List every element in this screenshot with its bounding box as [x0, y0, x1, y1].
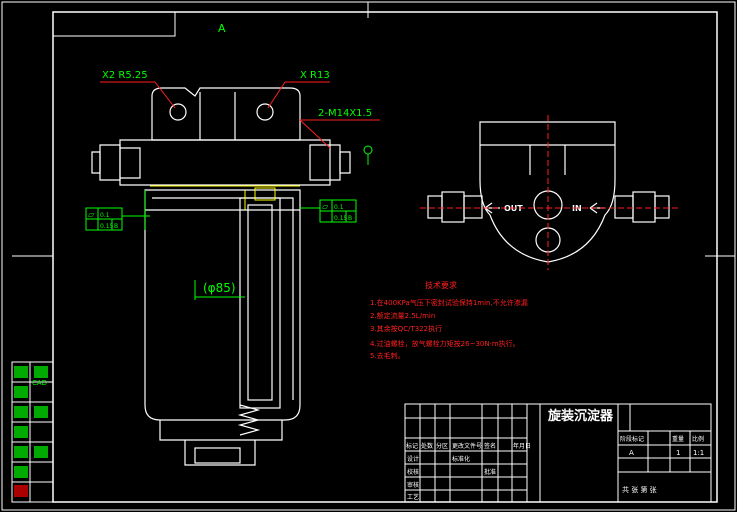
tech-req-line-5: 5.去毛刺。 — [370, 351, 405, 360]
gdt-frame-left — [85, 207, 150, 231]
front-section-view — [91, 87, 351, 466]
inner-frame — [52, 11, 718, 503]
header-date: 年月日 — [513, 442, 531, 450]
mount-hole-left — [169, 103, 187, 121]
zone-letter: A — [218, 22, 226, 35]
header-count: 处数 — [421, 442, 433, 450]
dimension-callouts — [100, 81, 380, 149]
gdt-frame-right — [300, 199, 357, 223]
gdt-right-value-1: 0.1 — [334, 204, 344, 211]
callout-thread: 2-M14X1.5 — [318, 108, 372, 119]
tech-req-line-2: 2.额定流量2.5L/min — [370, 311, 435, 320]
gdt-right-datum: B — [348, 215, 352, 222]
stage-header-mark: 阶段标记 — [620, 435, 644, 443]
strip-label-cad: CAD — [32, 379, 47, 387]
tech-req-line-4: 4.过油螺栓，放气螺栓力矩按26~30N·m执行。 — [370, 339, 520, 348]
diameter-leader — [144, 190, 245, 300]
top-left-box — [52, 11, 176, 37]
header-zone: 分区 — [436, 442, 448, 450]
mount-hole-right — [256, 103, 274, 121]
title-header-row: 标记 处数 分区 更改文件号 签名 年月日 — [406, 442, 531, 450]
gdt-left-datum: B — [114, 223, 118, 230]
stage-value: A — [629, 449, 634, 457]
datum-symbol — [363, 145, 373, 165]
callout-diameter: (φ85) — [203, 281, 236, 295]
gdt-left-value-1: 0.1 — [100, 212, 110, 219]
callout-hole-radius: X2 R5.25 — [102, 70, 148, 81]
tech-req-title: 技术要求 — [425, 280, 457, 290]
hidden-lines — [150, 185, 300, 210]
header-mark: 标记 — [406, 442, 418, 450]
top-view-centerline — [420, 115, 680, 270]
sheet-count: 共 张 第 张 — [622, 485, 657, 494]
gdt-left-value-2: 0.15 — [100, 223, 114, 230]
tech-req-line-1: 1.在400KPa气压下密封试验保持1min,不允许渗漏 — [370, 298, 528, 307]
stage-header-scale: 比例 — [692, 435, 704, 443]
weight-value: 1 — [676, 449, 680, 457]
scale-value: 1:1 — [693, 449, 704, 457]
stage-header-weight: 重量 — [672, 435, 684, 443]
approve-label: 批准 — [484, 468, 496, 476]
gdt-left-symbol: ▱ — [88, 210, 95, 219]
role-design: 设计 — [407, 455, 419, 463]
title-block — [404, 403, 712, 503]
role-process: 工艺 — [407, 493, 419, 501]
gdt-right-value-2: 0.15 — [334, 215, 348, 222]
callout-boss-radius: X R13 — [300, 70, 330, 81]
bottom-bore — [535, 227, 561, 253]
drawing-name: 旋装沉淀器 — [547, 408, 614, 424]
left-sidebar-strip: CAD — [11, 361, 54, 503]
tech-req-line-3: 3.其余按QC/T322执行 — [370, 324, 442, 333]
role-check: 校核 — [407, 468, 419, 476]
role-review: 审核 — [407, 481, 419, 489]
gdt-right-symbol: ▱ — [322, 202, 329, 211]
header-change-doc: 更改文件号 — [452, 442, 482, 450]
standardization-label: 标准化 — [452, 455, 470, 463]
header-signature: 签名 — [484, 442, 496, 450]
